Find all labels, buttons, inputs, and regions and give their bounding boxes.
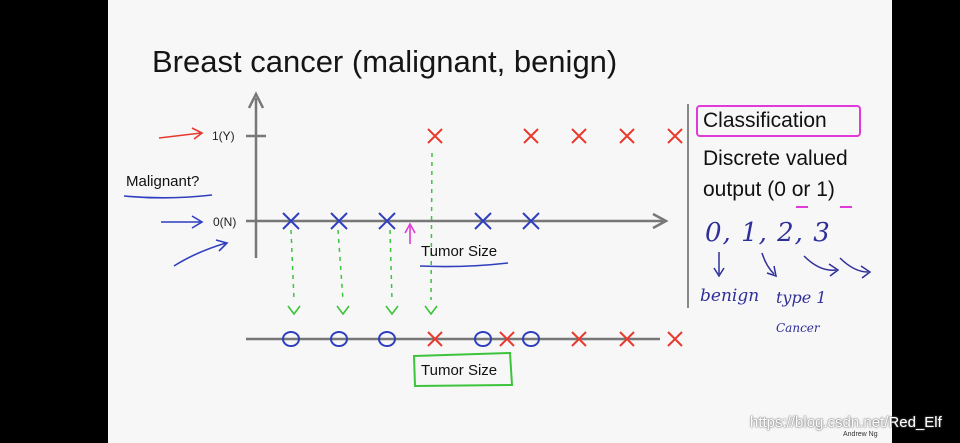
tumor-size-green-box [412,351,514,388]
discrete-valued-line-1: Discrete valued [703,147,848,170]
benign-point-0 [282,212,300,230]
discrete-valued-line-2: output (0 or 1) [703,178,835,201]
slide-title: Breast cancer (malignant, benign) [152,44,618,79]
y-tick-label-no: 0(N) [213,215,237,229]
malignant-point-4 [667,128,683,144]
pointer-arrow-blue [161,215,204,229]
projection-arrowheads [287,305,438,316]
magenta-arrow [404,222,416,244]
marks-top-red [427,128,683,144]
projected-o-2 [378,331,396,347]
benign-point-4 [522,212,540,230]
projected-o-0 [282,331,300,347]
projected-o-4 [522,331,540,347]
projected-x-4 [667,331,683,347]
y-axis-arrow [247,91,265,109]
tumor-size-underline [419,262,509,268]
malignant-label: Malignant? [126,173,200,190]
marks-mid-blue [282,212,540,230]
handwritten-cancer: Cancer [776,321,820,335]
projected-x-3 [619,331,635,347]
malignant-point-0 [427,128,443,144]
projected-x-0 [427,331,443,347]
projected-x-1 [499,331,515,347]
x-axis-label: Tumor Size [421,243,498,260]
main-axes [246,91,669,341]
ink-layer [123,91,872,388]
pointer-arrow-red [158,127,204,140]
projected-x-2 [571,331,587,347]
benign-point-2 [378,212,396,230]
slide: Breast cancer (malignant, benign) 1(Y) 0… [108,0,892,443]
x-axis-arrow [652,212,669,230]
projection-lines [290,152,433,301]
handwritten-benign: benign [700,286,760,306]
classification-box [696,105,861,137]
author-credit: Andrew Ng [843,431,878,438]
projected-o-3 [474,331,492,347]
malignant-underline [123,194,213,199]
x-axis-label-bottom: Tumor Size [421,362,498,379]
malignant-point-1 [523,128,539,144]
handwritten-digits: 0, 1, 2, 3 [705,218,831,248]
benign-point-1 [330,212,348,230]
projected-o-1 [330,331,348,347]
malignant-point-2 [571,128,587,144]
watermark: https://blog.csdn.net/Red_Elf [750,414,942,431]
classification-heading: Classification [703,109,827,132]
pointer-arrow-blue-diagonal [173,239,229,267]
malignant-point-3 [619,128,635,144]
hw-arrows [713,252,872,279]
y-tick-label-yes: 1(Y) [212,129,235,143]
handwritten-type: type 1 [776,288,827,307]
benign-point-3 [474,212,492,230]
marks-bottom [282,331,683,347]
